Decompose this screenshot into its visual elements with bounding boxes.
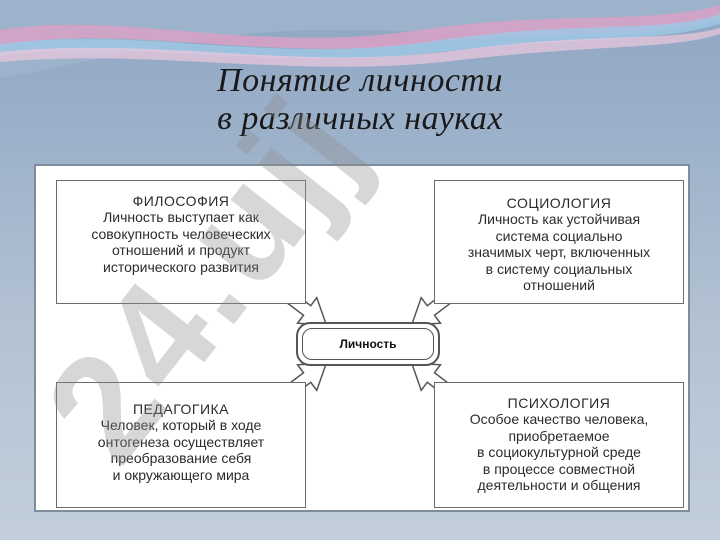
box-psychology: ПСИХОЛОГИЯ Особое качество человека, при… [434, 382, 684, 508]
psychology-text: Особое качество человека, приобретаемое … [435, 411, 683, 494]
philosophy-line: Личность выступает как [103, 209, 259, 225]
psychology-line: приобретаемое [508, 427, 610, 444]
diagram-frame: ФИЛОСОФИЯ Личность выступает как совокуп… [34, 164, 690, 512]
sociology-text: Личность как устойчивая система социальн… [435, 211, 683, 294]
pedagogy-line: и окружающего мира [112, 466, 250, 483]
philosophy-line: исторического развития [103, 258, 259, 275]
psychology-heading: ПСИХОЛОГИЯ [507, 395, 611, 411]
philosophy-text: Личность выступает как совокупность чело… [57, 209, 305, 275]
psychology-line: деятельности и общения [477, 477, 641, 493]
sociology-line: система социально [495, 227, 623, 244]
sociology-line: значимых черт, включенных [467, 244, 651, 260]
decorative-swoosh [0, 0, 720, 78]
psychology-line: в процессе совместной [482, 460, 636, 477]
title-line-2: в различных науках [217, 100, 503, 137]
box-sociology: СОЦИОЛОГИЯ Личность как устойчивая систе… [434, 180, 684, 304]
pedagogy-line: онтогенеза осуществляет [97, 433, 265, 450]
pedagogy-line: преобразование себя [110, 450, 252, 466]
box-philosophy: ФИЛОСОФИЯ Личность выступает как совокуп… [56, 180, 306, 304]
pedagogy-text: Человек, который в ходе онтогенеза осуще… [57, 417, 305, 483]
sociology-line: отношений [523, 277, 595, 293]
pedagogy-line: Человек, который в ходе [100, 417, 262, 433]
philosophy-line: отношений и продукт [111, 242, 251, 258]
sociology-line: Личность как устойчивая [477, 211, 641, 227]
box-pedagogy: ПЕДАГОГИКА Человек, который в ходе онтог… [56, 382, 306, 508]
philosophy-line: совокупность человеческих [91, 225, 271, 242]
sociology-line: в систему социальных [485, 260, 633, 277]
philosophy-heading: ФИЛОСОФИЯ [132, 193, 230, 209]
center-label: Личность [302, 328, 434, 360]
psychology-line: в социокультурной среде [477, 444, 641, 460]
sociology-heading: СОЦИОЛОГИЯ [506, 195, 612, 211]
title-line-1: Понятие личности [217, 62, 503, 99]
slide-title: Понятие личности в различных науках [0, 62, 720, 138]
center-node-personality: Личность [296, 322, 440, 366]
psychology-line: Особое качество человека, [469, 411, 649, 427]
pedagogy-heading: ПЕДАГОГИКА [132, 401, 230, 417]
